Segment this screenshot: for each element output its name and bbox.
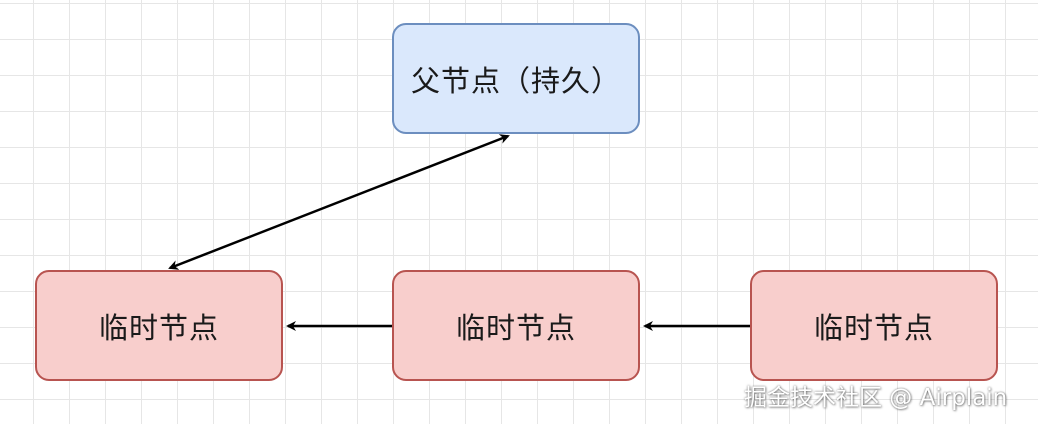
node-temp-left-label: 临时节点 xyxy=(98,310,219,345)
node-temp-middle[interactable]: 临时节点 xyxy=(392,270,640,381)
node-parent-label: 父节点（持久） xyxy=(410,63,621,98)
watermark: 掘金技术社区 @ Airplain xyxy=(744,385,1008,411)
arrow-parent-to-left-temp xyxy=(168,134,510,270)
node-temp-right[interactable]: 临时节点 xyxy=(750,270,998,381)
node-temp-right-label: 临时节点 xyxy=(813,310,934,345)
node-parent-persistent[interactable]: 父节点（持久） xyxy=(392,23,640,134)
node-temp-middle-label: 临时节点 xyxy=(455,310,576,345)
node-temp-left[interactable]: 临时节点 xyxy=(35,270,283,381)
